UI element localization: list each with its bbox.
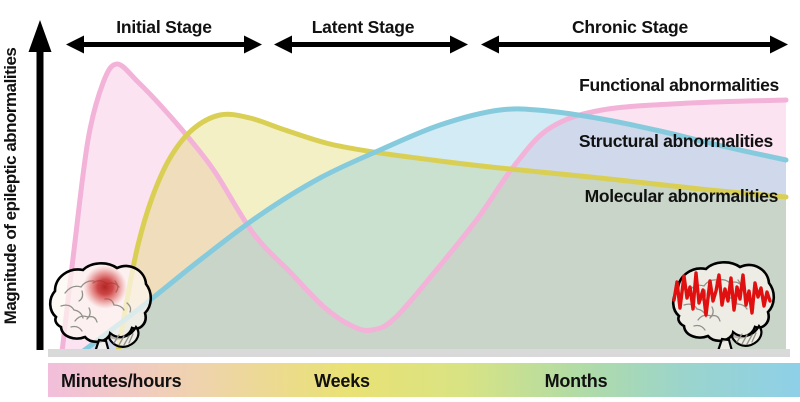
- structural-area: [82, 108, 786, 352]
- legend-molecular: Molecular abnormalities: [585, 186, 779, 206]
- legend-structural: Structural abnormalities: [579, 131, 774, 151]
- arrow-left-icon: [481, 35, 499, 54]
- chronic-stage-arrow: Chronic Stage: [481, 17, 788, 54]
- molecular-curve: [115, 111, 789, 355]
- arrow-left-icon: [66, 35, 84, 54]
- functional-curve: [59, 61, 789, 355]
- time-bar: [48, 363, 800, 397]
- eeg-trace: [672, 271, 772, 317]
- time-label-weeks: Weeks: [314, 371, 370, 391]
- y-axis: Magnitude of epileptic abnormalities: [1, 20, 52, 350]
- latent-stage-arrow: Latent Stage: [274, 17, 468, 54]
- brain-injury-icon: [48, 262, 153, 354]
- initial-stage-arrow: Initial Stage: [66, 17, 262, 54]
- time-label-months: Months: [545, 371, 608, 391]
- curves-layer: [59, 61, 789, 355]
- arrow-right-icon: [244, 35, 262, 54]
- time-axis-bar: Minutes/hours Weeks Months: [48, 363, 800, 397]
- brain-seizure-eeg-icon: [671, 261, 776, 353]
- initial-stage-label: Initial Stage: [116, 17, 212, 37]
- structural-curve: [79, 106, 789, 355]
- chronic-stage-arrow-line: [495, 42, 774, 47]
- arrow-left-icon: [274, 35, 292, 54]
- arrow-right-icon: [770, 35, 788, 54]
- stage-arrows: Initial Stage Latent Stage Chronic Stage: [66, 17, 788, 54]
- y-axis-line: [36, 48, 44, 350]
- y-axis-label: Magnitude of epileptic abnormalities: [1, 48, 20, 325]
- y-axis-arrowhead-icon: [28, 20, 52, 52]
- legend-functional: Functional abnormalities: [579, 75, 779, 95]
- injury-focus-glow: [83, 265, 127, 309]
- molecular-area: [118, 114, 786, 352]
- arrow-right-icon: [450, 35, 468, 54]
- x-baseline: [48, 349, 790, 357]
- legend: Functional abnormalities Structural abno…: [579, 75, 780, 206]
- chronic-stage-label: Chronic Stage: [572, 17, 688, 37]
- initial-stage-arrow-line: [80, 42, 248, 47]
- functional-area: [62, 63, 786, 352]
- latent-stage-arrow-line: [288, 42, 454, 47]
- time-label-minutes-hours: Minutes/hours: [61, 371, 182, 391]
- latent-stage-label: Latent Stage: [312, 17, 415, 37]
